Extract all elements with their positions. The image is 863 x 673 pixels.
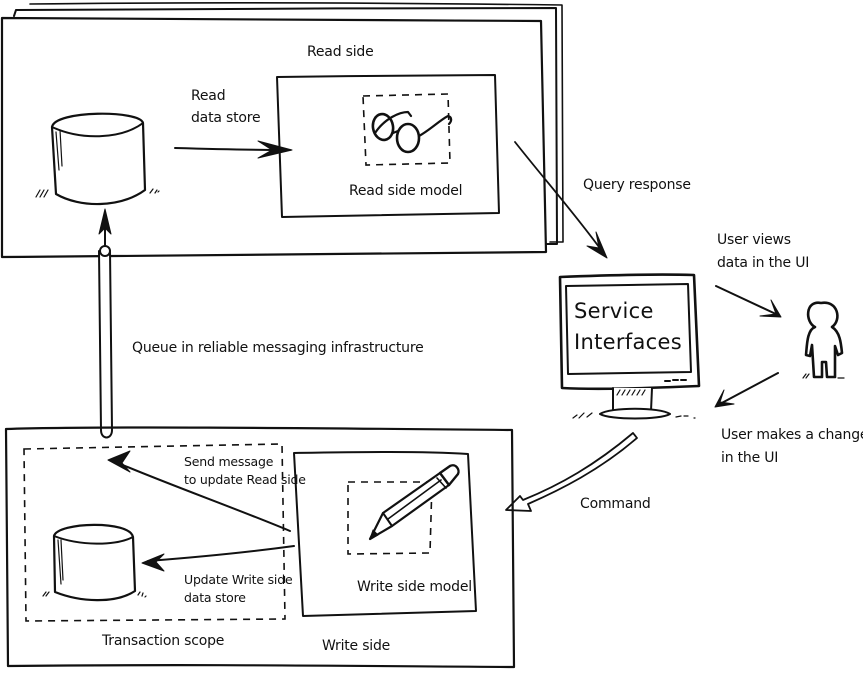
query-response-arrow bbox=[514, 141, 608, 259]
read-side-title: Read side bbox=[307, 44, 374, 60]
person-icon bbox=[802, 301, 845, 379]
read-side-page-front bbox=[0, 16, 548, 259]
pencil-icon bbox=[368, 464, 460, 541]
user-change-label-line2: in the UI bbox=[721, 450, 779, 466]
queue-pipe-icon bbox=[98, 208, 113, 439]
command-label: Command bbox=[580, 496, 651, 512]
read-side-page-back bbox=[29, 2, 564, 243]
read-side-container bbox=[0, 2, 564, 259]
write-side-container bbox=[4, 426, 516, 669]
service-screen-line2: Interfaces bbox=[574, 330, 682, 354]
write-data-store-icon bbox=[42, 523, 147, 602]
read-arrow-label-line2: data store bbox=[191, 110, 261, 126]
queue-label: Queue in reliable messaging infrastructu… bbox=[132, 340, 424, 356]
update-store-label-line2: data store bbox=[184, 590, 246, 605]
service-screen-line1: Service bbox=[574, 299, 654, 323]
read-side-model-dashed-frame bbox=[362, 93, 451, 166]
transaction-scope-label: Transaction scope bbox=[102, 633, 225, 649]
read-data-store-icon bbox=[35, 112, 160, 206]
write-side-model-dashed-frame bbox=[347, 481, 433, 555]
read-arrow-label-line1: Read bbox=[191, 88, 226, 104]
send-message-label-line1: Send message bbox=[184, 454, 274, 469]
update-store-label-line1: Update Write side bbox=[184, 572, 293, 587]
query-response-label: Query response bbox=[583, 177, 691, 193]
update-write-side-store-arrow bbox=[141, 545, 295, 572]
write-side-model-box bbox=[293, 451, 477, 617]
user-views-label-line1: User views bbox=[717, 232, 791, 248]
user-views-label-line2: data in the UI bbox=[717, 255, 810, 271]
read-data-store-arrow bbox=[174, 140, 293, 159]
user-makes-change-arrow bbox=[714, 372, 779, 408]
command-arrow bbox=[505, 432, 638, 512]
read-side-model-label: Read side model bbox=[349, 183, 463, 199]
user-views-arrow bbox=[715, 285, 782, 318]
write-side-model-label: Write side model bbox=[357, 579, 472, 595]
send-message-arrow bbox=[107, 450, 291, 532]
send-message-label-line2: to update Read side bbox=[184, 472, 306, 487]
glasses-icon bbox=[371, 110, 453, 154]
read-side-page-middle bbox=[13, 7, 558, 245]
write-side-title: Write side bbox=[322, 638, 391, 654]
user-change-label-line1: User makes a change bbox=[721, 427, 863, 443]
service-interfaces-monitor-icon bbox=[558, 273, 701, 420]
read-side-model-box bbox=[276, 74, 500, 218]
transaction-scope-frame bbox=[23, 443, 286, 622]
